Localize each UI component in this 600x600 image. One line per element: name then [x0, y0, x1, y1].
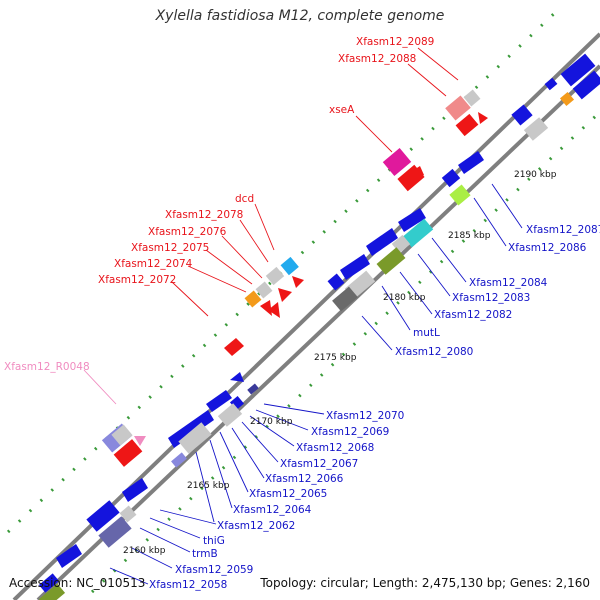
gene-xfasm12-2083[interactable] — [402, 218, 434, 248]
gene-grey-trmB[interactable] — [119, 505, 137, 523]
label-xfasm12-2082[interactable]: Xfasm12_2082 — [434, 309, 512, 321]
gene-xfasm12-2065[interactable] — [178, 422, 212, 454]
kbp-label-2160: 2160 kbp — [123, 546, 166, 556]
tick-row-upper — [6, 6, 562, 534]
label-mutL[interactable]: mutL — [413, 327, 440, 339]
gene-pink-arrow-r0048[interactable] — [134, 436, 146, 446]
label-xfasm12-2074[interactable]: Xfasm12_2074 — [114, 258, 193, 270]
label-xfasm12-2089[interactable]: Xfasm12_2089 — [356, 36, 434, 48]
gene-blue-2082c[interactable] — [327, 273, 345, 291]
gene-xfasm12-2059[interactable] — [56, 544, 82, 568]
gene-thiG[interactable] — [86, 500, 120, 532]
leader-lines-top — [171, 47, 459, 317]
label-xfasm12-2065[interactable]: Xfasm12_2065 — [249, 488, 327, 500]
gene-orange-tr[interactable] — [559, 91, 575, 107]
gene-red-arrow-2076[interactable] — [278, 288, 292, 302]
label-xfasm12-2070[interactable]: Xfasm12_2070 — [326, 410, 404, 422]
label-xfasm12-r0048[interactable]: Xfasm12_R0048 — [4, 361, 90, 373]
gene-xfasm12-2058[interactable] — [38, 573, 60, 593]
label-xfasm12-2058[interactable]: Xfasm12_2058 — [149, 579, 227, 591]
gene-labels-bottom: Xfasm12_2087 Xfasm12_2086 Xfasm12_2084 X… — [149, 224, 600, 591]
gene-xfasm12-2080[interactable] — [332, 286, 358, 312]
gene-red-arrow-2074[interactable] — [260, 300, 272, 316]
label-xfasm12-2088[interactable]: Xfasm12_2088 — [338, 53, 416, 65]
gene-blue-2087b[interactable] — [441, 168, 461, 188]
label-xfasm12-2059[interactable]: Xfasm12_2059 — [175, 564, 253, 576]
kbp-label-2175: 2175 kbp — [314, 353, 357, 363]
label-dcd[interactable]: dcd — [235, 193, 254, 205]
gene-xfasm12-2086[interactable] — [449, 184, 471, 206]
gene-xfasm12-2078[interactable] — [265, 266, 285, 286]
gene-xfasm12-2087[interactable] — [458, 151, 484, 174]
label-xfasm12-2086[interactable]: Xfasm12_2086 — [508, 242, 587, 254]
gene-xfasm12-2084[interactable] — [398, 208, 426, 232]
gene-xfasm12-2082[interactable] — [376, 247, 406, 275]
gene-xseA[interactable] — [382, 148, 412, 176]
kbp-label-2170: 2170 kbp — [250, 417, 293, 427]
gene-red-arrow-2089[interactable] — [478, 112, 488, 124]
label-xfasm12-2067[interactable]: Xfasm12_2067 — [280, 458, 358, 470]
gene-blue-2082b[interactable] — [340, 254, 370, 280]
tick-row-lower — [90, 110, 600, 594]
leader-lines-bottom — [109, 183, 523, 585]
genome-summary-text: Topology: circular; Length: 2,475,130 bp… — [260, 576, 590, 590]
gene-red-arrow-2072[interactable] — [268, 302, 280, 318]
label-xfasm12-2083[interactable]: Xfasm12_2083 — [452, 292, 530, 304]
gene-xfasm12-2064[interactable] — [171, 452, 187, 468]
gene-green-bottom[interactable] — [38, 583, 66, 600]
label-xfasm12-2076[interactable]: Xfasm12_2076 — [148, 226, 227, 238]
accession-text: Accession: NC_010513 — [9, 576, 146, 590]
gene-xfasm12-2067[interactable] — [217, 403, 243, 427]
gene-blue-tr-2[interactable] — [572, 70, 600, 100]
label-xseA[interactable]: xseA — [329, 104, 355, 116]
label-xfasm12-2068[interactable]: Xfasm12_2068 — [296, 442, 374, 454]
gene-blue-2083b[interactable] — [366, 228, 398, 256]
gene-xfasm12-2076[interactable] — [255, 281, 273, 299]
gene-red-arrow-xsea[interactable] — [401, 166, 424, 187]
genome-title: Xylella fastidiosa M12, complete genome — [155, 8, 445, 24]
gene-xfasm12-2066[interactable] — [168, 410, 214, 448]
kbp-label-2165: 2165 kbp — [187, 481, 230, 491]
kbp-label-2185: 2185 kbp — [448, 231, 491, 241]
gene-xfasm12-2070[interactable] — [230, 372, 244, 382]
gene-red-arrow-2078[interactable] — [292, 276, 304, 288]
gene-grey-2190[interactable] — [523, 117, 549, 141]
label-xfasm12-2066[interactable]: Xfasm12_2066 — [265, 473, 344, 485]
kbp-label-2190: 2190 kbp — [514, 170, 557, 180]
gene-xfasm12-2089[interactable] — [463, 89, 481, 107]
gene-blue-tr-3[interactable] — [544, 77, 558, 91]
label-xfasm12-2072[interactable]: Xfasm12_2072 — [98, 274, 176, 286]
label-xfasm12-2069[interactable]: Xfasm12_2069 — [311, 426, 389, 438]
label-xfasm12-2087[interactable]: Xfasm12_2087 — [526, 224, 600, 236]
gene-red-2088b[interactable] — [455, 113, 479, 137]
label-xfasm12-2062[interactable]: Xfasm12_2062 — [217, 520, 295, 532]
label-thiG[interactable]: thiG — [203, 535, 225, 547]
gene-dark-2070[interactable] — [247, 383, 259, 395]
gene-xfasm12-2062[interactable] — [122, 478, 148, 502]
label-xfasm12-2080[interactable]: Xfasm12_2080 — [395, 346, 473, 358]
gene-xfasm12-2088[interactable] — [445, 95, 471, 121]
gene-red-lone[interactable] — [224, 338, 244, 356]
label-xfasm12-2075[interactable]: Xfasm12_2075 — [131, 242, 209, 254]
leader-line-r0048 — [83, 369, 117, 405]
gene-dcd[interactable] — [280, 256, 299, 276]
label-trmB[interactable]: trmB — [192, 548, 218, 560]
gene-blue-2190[interactable] — [511, 104, 533, 126]
label-xfasm12-2084[interactable]: Xfasm12_2084 — [469, 277, 548, 289]
gene-blue-tr-1[interactable] — [560, 53, 596, 87]
label-xfasm12-2064[interactable]: Xfasm12_2064 — [233, 504, 312, 516]
gene-grey-r0048[interactable] — [111, 424, 133, 446]
gene-labels-top: Xfasm12_2089 Xfasm12_2088 xseA dcd Xfasm… — [98, 36, 434, 286]
gene-xfasm12-2069[interactable] — [206, 390, 232, 412]
kbp-label-2180: 2180 kbp — [383, 293, 426, 303]
gene-trmB[interactable] — [98, 516, 132, 548]
gene-xfasm12-2074[interactable] — [244, 290, 262, 308]
gene-red-r0048[interactable] — [113, 439, 143, 467]
label-xfasm12-2078[interactable]: Xfasm12_2078 — [165, 209, 243, 221]
